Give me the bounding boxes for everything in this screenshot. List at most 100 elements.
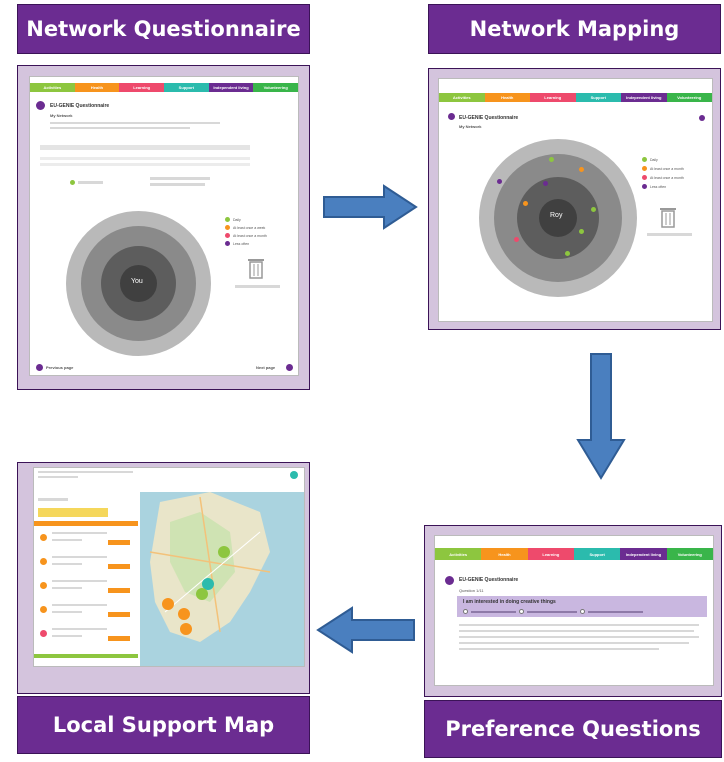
legend-label: Daily [650,157,658,162]
map-control-icon[interactable] [290,471,298,479]
map-marker-icon[interactable] [180,623,192,635]
map-view[interactable] [140,468,304,666]
tab-volunteering[interactable]: Volunteering [666,93,712,102]
tab-volunteering[interactable]: Volunteering [253,83,298,92]
legend-less-often: Less often [225,241,249,246]
network-questionnaire-screenshot: Activities Health Learning Support Indep… [29,76,299,376]
network-node[interactable] [523,201,528,206]
tab-support[interactable]: Support [164,83,209,92]
list-item[interactable] [38,530,134,550]
network-node[interactable] [514,237,519,242]
center-label-roy: Roy [550,212,563,219]
tab-volunteering[interactable]: Volunteering [666,548,713,560]
description-line [459,642,689,644]
list-item[interactable] [38,626,134,646]
arrow-left-icon [316,606,415,654]
tab-activities[interactable]: Activities [30,83,75,92]
land-shape [149,492,271,642]
more-button[interactable] [108,612,130,617]
results-footer [34,654,138,658]
tab-bar: Activities Health Learning Support Indep… [30,83,298,92]
questionnaire-subheading: My Network [459,124,482,129]
legend-dot [642,166,647,171]
legend-daily: Daily [642,157,658,162]
network-node[interactable] [70,180,75,185]
instruction-line [50,127,190,129]
map-marker-icon[interactable] [202,578,214,590]
radio-option[interactable] [519,609,524,614]
description-line [459,624,699,626]
filter-label [38,498,68,501]
tab-learning[interactable]: Learning [527,548,574,560]
tab-support[interactable]: Support [575,93,621,102]
preference-questions-screenshot: Activities Health Learning Support Indep… [434,535,714,686]
local-support-map-screenshot [33,467,305,667]
network-node[interactable] [497,179,502,184]
filter-bar[interactable] [38,508,108,517]
ring-center [120,265,157,302]
map-marker-icon[interactable] [178,608,190,620]
questionnaire-heading: EU-GENIE Questionnaire [459,115,519,121]
map-toolbar [140,468,304,492]
tab-independent-living[interactable]: Independent living [208,83,254,92]
tab-independent-living[interactable]: Independent living [621,93,667,102]
logo-icon [36,101,45,110]
map-pin-icon [40,558,47,565]
list-item[interactable] [38,578,134,598]
ring-center [539,199,577,237]
more-button[interactable] [108,564,130,569]
tab-learning[interactable]: Learning [119,83,165,92]
tab-health[interactable]: Health [74,83,120,92]
network-node[interactable] [579,167,584,172]
close-icon[interactable] [699,115,705,121]
network-node[interactable] [565,251,570,256]
network-node[interactable] [591,207,596,212]
trash-bin-icon[interactable] [247,257,265,279]
more-button[interactable] [108,636,130,641]
tab-learning[interactable]: Learning [530,93,576,102]
more-button[interactable] [108,540,130,545]
map-marker-icon[interactable] [162,598,174,610]
radio-option[interactable] [463,609,468,614]
network-node[interactable] [579,229,584,234]
preference-questions-frame: Activities Health Learning Support Indep… [424,525,722,697]
table-header-row [40,145,250,150]
question-banner: I am interested in doing creative things [457,596,707,617]
network-mapping-frame: Activities Health Learning Support Indep… [428,68,721,330]
radio-option[interactable] [580,609,585,614]
previous-page-icon[interactable] [36,364,43,371]
item-detail [52,635,82,637]
tab-health[interactable]: Health [484,93,530,102]
tab-health[interactable]: Health [481,548,528,560]
network-node[interactable] [549,157,554,162]
tab-activities[interactable]: Activities [435,548,482,560]
item-detail [52,611,82,613]
previous-page-link[interactable]: Previous page [46,365,74,370]
next-page-icon[interactable] [286,364,293,371]
map-pin-icon [40,534,47,541]
legend-dot [225,233,230,238]
list-item[interactable] [38,554,134,574]
map-marker-icon[interactable] [196,588,208,600]
more-button[interactable] [108,588,130,593]
tab-support[interactable]: Support [573,548,621,560]
node-label [78,181,103,184]
tab-independent-living[interactable]: Independent living [620,548,667,560]
hint-text [150,183,205,186]
legend-label: At least once a month [650,175,684,180]
list-item[interactable] [38,602,134,622]
network-mapping-screenshot: Activities Health Learning Support Indep… [438,78,713,322]
description-line [459,636,699,638]
logo-icon [445,576,454,585]
option-label [471,610,516,613]
tab-activities[interactable]: Activities [439,93,485,102]
page-header-line [38,476,78,478]
option-label [588,610,643,613]
trash-bin-icon[interactable] [659,206,677,228]
page-header-line [38,471,133,473]
network-node[interactable] [543,181,548,186]
map-marker-icon[interactable] [218,546,230,558]
legend-dot [225,241,230,246]
next-page-link[interactable]: Next page [256,365,276,370]
legend-dot [225,217,230,222]
